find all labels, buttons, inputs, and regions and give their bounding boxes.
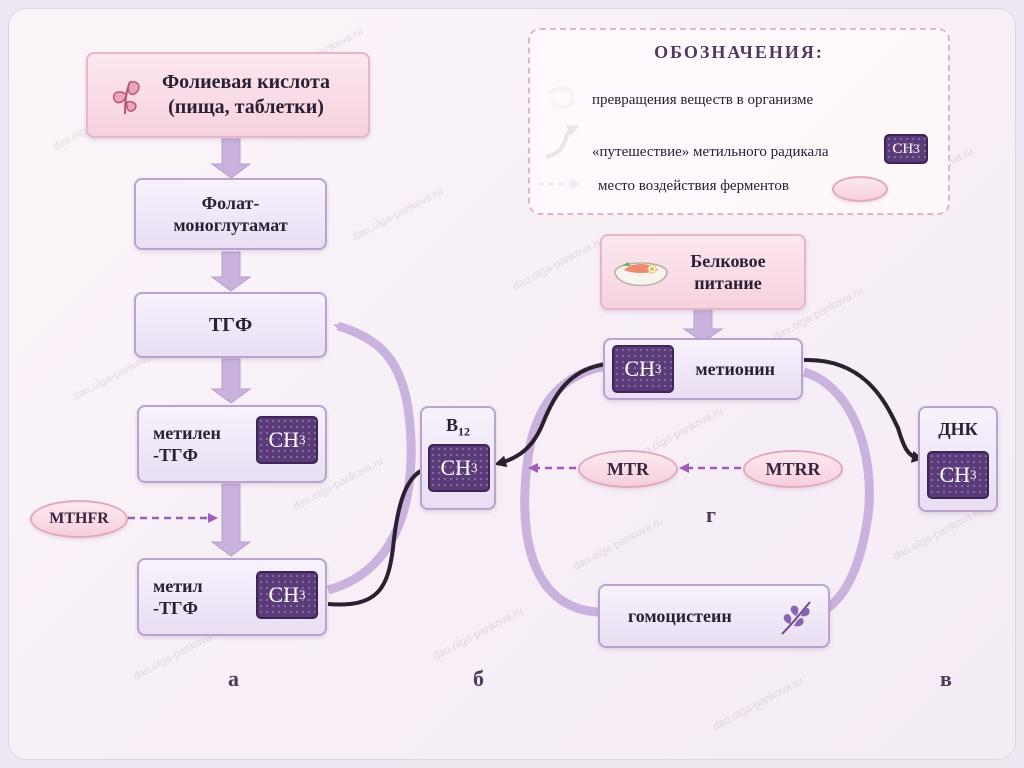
legend-item-enzyme-site: место воздействия ферментов [598,178,789,194]
thf-label: ТГФ [208,313,253,336]
arrow-thf-to-methylene [210,358,252,404]
homocysteine-label: гомоцистеин [628,605,732,626]
arrow-folate-to-thf [210,251,252,292]
folate-line1: Фолат- [201,192,260,213]
arrow-methyl-to-thf [326,321,416,595]
folic-acid-subtitle: (пища, таблетки) [168,96,324,118]
node-homocysteine: гомоцистеин [598,584,830,648]
legend-box: ОБОЗНАЧЕНИЯ: превращения веществ в орган… [528,28,950,215]
folate-line2: моноглутамат [173,215,288,235]
section-letter-v: в [940,666,952,691]
arrow-methionine-to-homocysteine [802,367,874,617]
arrow-homocysteine-to-methionine [520,361,611,617]
leaf-icon [106,76,144,123]
node-protein-food: Белковое питание [600,234,806,310]
section-letter-a: а [228,666,239,691]
protein-line1: Белковое [690,250,766,271]
methyl-line2: -ТГФ [153,598,198,618]
legend-item-methyl-travel: «путешествие» метильного радикала [592,144,829,160]
protein-line2: питание [694,273,762,293]
arrow-methylene-to-methyl [210,483,252,557]
enzyme-mtr: MTR [578,450,678,488]
legend-title: ОБОЗНАЧЕНИЯ: [654,42,824,62]
section-letter-b: б [473,666,484,691]
arrow-protein-to-methionine [682,308,724,343]
methylene-line2: -ТГФ [153,445,198,465]
node-thf: ТГФ [134,292,327,358]
folic-acid-title: Фолиевая кислота [161,71,331,93]
methylene-line1: метилен [153,422,221,443]
node-folic-acid: Фолиевая кислота (пища, таблетки) [86,52,370,138]
enzyme-mtrr: MTRR [743,450,843,488]
enzyme-mthfr: MTHFR [30,500,128,538]
methyl-path-methylthf-to-b12 [327,466,429,607]
arrow-folic-to-folate [210,138,252,179]
section-letter-g: г [706,502,716,527]
node-folate-monoglutamate: Фолат- моноглутамат [134,178,327,250]
methyl-path-methionine-to-b12 [494,362,609,468]
branch-icon [776,598,816,644]
methyl-line1: метил [153,575,203,596]
methyl-path-methionine-to-dna [803,357,924,463]
food-bowl-icon [612,252,670,304]
legend-item-transformations: превращения веществ в организме [592,92,814,108]
dna-label: ДНК [938,419,978,439]
b12-label: B12 [445,415,470,439]
methionine-label: метионин [695,358,775,379]
legend-enzyme-oval [832,176,888,202]
